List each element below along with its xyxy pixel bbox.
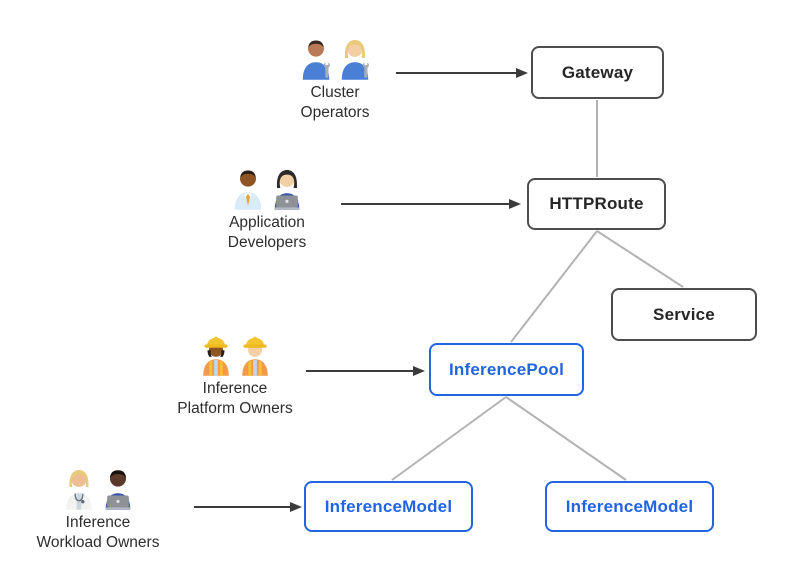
persona-label-line: Application [229,214,305,231]
persona-application-developers: Application Developers [167,166,367,254]
health-worker-icon [65,470,92,510]
persona-label-line: Platform Owners [177,400,293,418]
edge-httproute-service [596,230,684,288]
node-label: Gateway [561,62,634,82]
man-mechanic-icon [302,40,330,80]
persona-inference-platform-owners: Inference Platform Owners [135,332,335,420]
node-inferencemodel-right: InferenceModel [545,481,714,532]
woman-construction-worker-icon [202,336,229,376]
node-label: InferenceModel [565,496,694,516]
edge-httproute-inferencepool [510,230,598,343]
persona-label-line: Inference [202,380,268,397]
persona-label: Inference Platform Owners [135,379,335,420]
workload-owners-emoji-pair [0,466,196,510]
node-httproute: HTTPRoute [527,178,666,230]
persona-label: Application Developers [167,213,367,254]
persona-label-line: Operators [300,104,370,122]
node-inferencepool: InferencePool [429,343,584,396]
persona-label-line: Developers [227,234,307,252]
persona-label: Inference Workload Owners [0,513,196,554]
persona-label: Cluster Operators [235,83,435,124]
edge-inferencepool-inferencemodel-left [391,396,507,481]
persona-inference-workload-owners: Inference Workload Owners [0,466,196,554]
node-gateway: Gateway [531,46,664,99]
cluster-operators-emoji-pair [235,36,435,80]
persona-label-line: Inference [65,514,131,531]
woman-technologist-icon [273,170,300,210]
node-label: InferencePool [448,359,565,379]
man-technologist-icon [104,470,131,510]
man-construction-worker-icon [241,336,268,376]
platform-owners-emoji-pair [135,332,335,376]
node-service: Service [611,288,757,341]
node-inferencemodel-left: InferenceModel [304,481,473,532]
persona-label-line: Cluster [310,84,360,101]
node-label: HTTPRoute [549,194,644,213]
node-label: InferenceModel [324,496,453,516]
node-label: Service [653,304,715,324]
man-office-worker-icon [234,170,261,210]
edge-inferencepool-inferencemodel-right [505,396,627,481]
persona-label-line: Workload Owners [36,534,160,552]
persona-cluster-operators: Cluster Operators [235,36,435,124]
application-developers-emoji-pair [167,166,367,210]
woman-mechanic-icon [341,40,369,80]
